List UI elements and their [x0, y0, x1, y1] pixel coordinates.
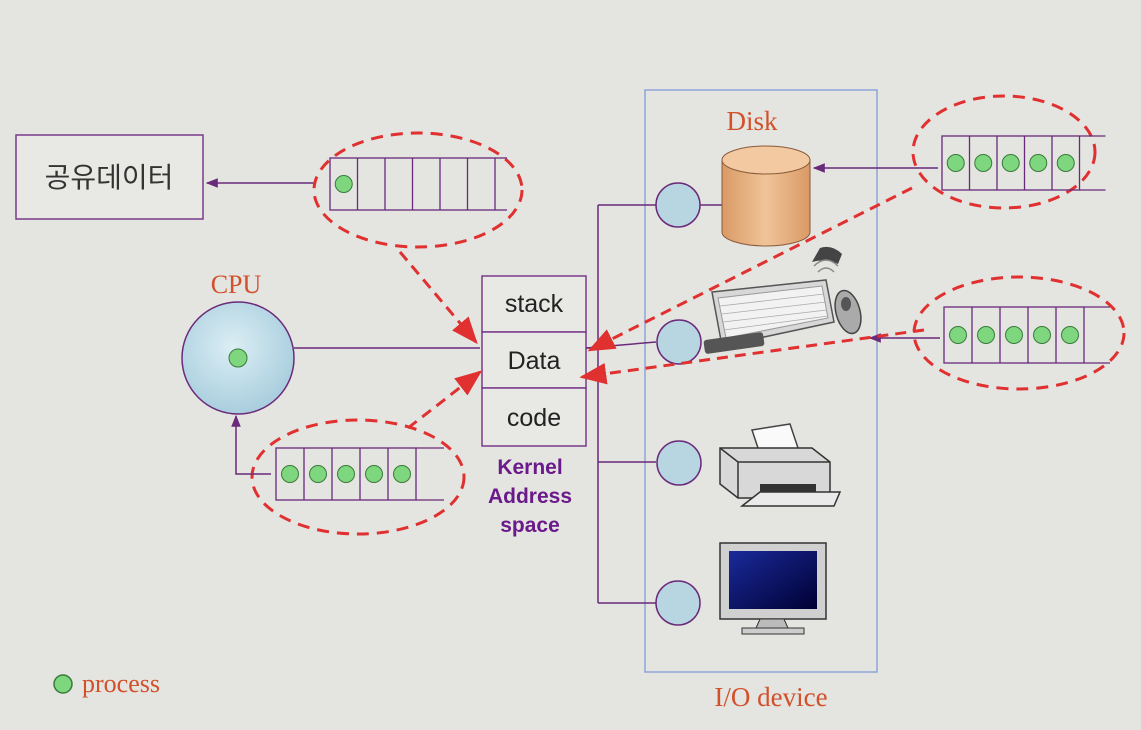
shared-data-label: 공유데이터	[45, 162, 174, 193]
dashed-arrow-shared-to-data	[398, 251, 478, 345]
cpu-ready-queue	[250, 418, 466, 536]
keyboard-queue	[912, 275, 1126, 391]
cpu-label: CPU	[211, 270, 262, 299]
legend: process	[53, 669, 160, 698]
process-dot	[1061, 326, 1079, 344]
cpu-queue-arrow	[231, 414, 271, 475]
code-label: code	[507, 404, 561, 432]
shared-queue-highlight	[312, 131, 524, 249]
process-dot	[946, 154, 965, 172]
process-dot	[1029, 154, 1048, 172]
process-dot	[393, 465, 411, 483]
stack-label: stack	[505, 290, 564, 318]
disk-queue	[911, 94, 1106, 210]
shared-queue	[312, 131, 524, 249]
io-controller-printer	[598, 440, 702, 486]
process-dot	[1005, 326, 1023, 344]
io-controller-disk	[598, 182, 722, 228]
process-dot	[337, 465, 355, 483]
dashed-arrow-keyboard-to-data	[579, 328, 925, 385]
dashed-arrow-disk-to-data	[587, 186, 913, 352]
cpu-process-dot	[228, 348, 248, 368]
process-dot	[334, 175, 353, 193]
process-dot	[309, 465, 327, 483]
kernel-address-space: stack Data code Kernel Address space	[481, 275, 587, 537]
kernel-caption-line1: Kernel	[497, 456, 562, 479]
disk-queue-highlight	[911, 94, 1097, 210]
process-dot	[1033, 326, 1051, 344]
legend-process-dot	[53, 674, 73, 694]
queue-frame	[941, 135, 1081, 191]
legend-label: process	[82, 669, 160, 698]
keyboard-icon	[703, 279, 835, 354]
data-label: Data	[508, 347, 561, 375]
process-dot	[365, 465, 383, 483]
dashed-arrow-cpu-to-data	[407, 370, 483, 430]
keyboard-queue-highlight	[912, 275, 1126, 391]
kernel-caption-line2: Address	[488, 485, 572, 508]
printer-icon	[719, 423, 842, 507]
data-segment	[481, 331, 587, 389]
dashed-arrows	[398, 186, 925, 430]
process-dot	[1001, 154, 1020, 172]
disk-label: Disk	[726, 106, 778, 136]
process-dot	[1056, 154, 1075, 172]
cpu-queue-highlight	[250, 418, 466, 536]
process-dot	[974, 154, 993, 172]
process-dot	[949, 326, 967, 344]
disk-icon	[721, 145, 811, 247]
stack-segment	[481, 275, 587, 333]
monitor-icon	[719, 542, 827, 635]
process-dot	[281, 465, 299, 483]
kernel-caption-line3: space	[500, 514, 560, 537]
io-device-frame	[644, 89, 878, 673]
io-device-label: I/O device	[714, 682, 827, 712]
process-dot	[977, 326, 995, 344]
mouse-icon	[812, 246, 862, 335]
queue-frame	[943, 306, 1085, 364]
io-controller-monitor	[598, 580, 701, 626]
code-segment	[481, 387, 587, 447]
queue-frame	[275, 447, 417, 501]
shared-data-box: 공유데이터	[15, 134, 204, 220]
